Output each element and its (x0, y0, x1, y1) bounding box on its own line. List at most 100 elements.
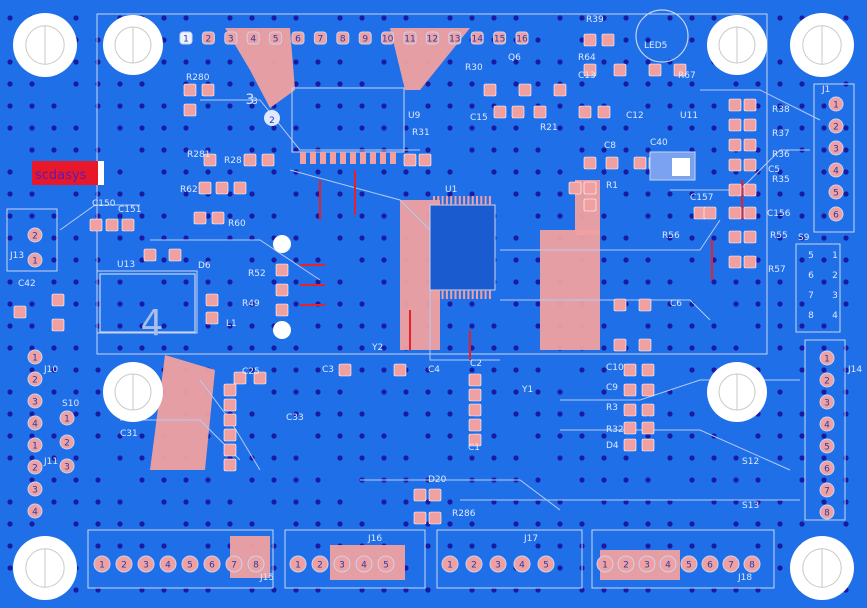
stitch-via (293, 411, 299, 417)
stitch-via (579, 37, 585, 43)
stitch-via (73, 147, 79, 153)
stitch-via (315, 477, 321, 483)
stitch-via (7, 169, 13, 175)
stitch-via (755, 587, 761, 593)
stitch-via (293, 15, 299, 21)
j17-pad (537, 555, 555, 573)
top-header-pin-label: 4 (250, 35, 256, 45)
smd-pad (223, 398, 237, 412)
stitch-via (73, 301, 79, 307)
stitch-via (579, 433, 585, 439)
j13-pad (27, 252, 43, 268)
stitch-via (359, 411, 365, 417)
smd-pad (553, 83, 567, 97)
s9-pin-label: 1 (832, 251, 838, 261)
stitch-via (29, 301, 35, 307)
stitch-via (205, 499, 211, 505)
designator-r55: R55 (770, 231, 788, 241)
stitch-via (469, 301, 475, 307)
stitch-via (469, 323, 475, 329)
stitch-via (425, 169, 431, 175)
smd-pad (143, 248, 157, 262)
top-header-pin-label: 12 (427, 35, 438, 45)
smd-pad (89, 218, 103, 232)
smd-pad (638, 338, 652, 352)
stitch-via (733, 279, 739, 285)
stitch-via (777, 345, 783, 351)
designator-u9: U9 (408, 111, 421, 121)
stitch-via (161, 499, 167, 505)
stitch-via (117, 521, 123, 527)
stitch-via (799, 323, 805, 329)
stitch-via (469, 191, 475, 197)
stitch-via (491, 345, 497, 351)
stitch-via (315, 257, 321, 263)
j11-pad (27, 459, 43, 475)
j10-pin-label: 4 (32, 420, 38, 430)
stitch-via (821, 345, 827, 351)
smd-pad (743, 118, 757, 132)
stitch-via (315, 587, 321, 593)
smd-pad (623, 438, 637, 452)
j16-pin-label: 4 (361, 561, 367, 571)
stitch-via (733, 499, 739, 505)
u9-pad (310, 152, 316, 164)
stitch-via (557, 169, 563, 175)
stitch-via (601, 213, 607, 219)
stitch-via (403, 455, 409, 461)
j16-pad (355, 555, 373, 573)
smd-pad (211, 211, 225, 225)
stitch-via (51, 477, 57, 483)
s10-pin-label: 2 (64, 439, 70, 449)
stitch-via (117, 191, 123, 197)
smd-pad (583, 181, 597, 195)
stitch-via (557, 103, 563, 109)
stitch-via (667, 499, 673, 505)
stitch-via (161, 59, 167, 65)
stitch-via (689, 191, 695, 197)
stitch-via (513, 59, 519, 65)
stitch-via (117, 543, 123, 549)
smd-pad (641, 363, 655, 377)
stitch-via (821, 499, 827, 505)
stitch-via (667, 521, 673, 527)
j15-pad (203, 555, 221, 573)
stitch-via (711, 323, 717, 329)
stitch-via (359, 433, 365, 439)
stitch-via (139, 191, 145, 197)
stitch-via (645, 279, 651, 285)
j17-pin-label: 2 (471, 561, 477, 571)
designator-l1: L1 (226, 319, 237, 329)
stitch-via (381, 389, 387, 395)
stitch-via (601, 279, 607, 285)
stitch-via (513, 301, 519, 307)
u9-pad (330, 152, 336, 164)
stitch-via (579, 367, 585, 373)
stitch-via (425, 81, 431, 87)
stitch-via (623, 59, 629, 65)
stitch-via (73, 345, 79, 351)
stitch-via (183, 235, 189, 241)
smd-pad (728, 98, 742, 112)
stitch-via (667, 125, 673, 131)
c40-pad-white (672, 158, 690, 176)
stitch-via (645, 169, 651, 175)
stitch-via (601, 389, 607, 395)
smd-pad (105, 218, 119, 232)
stitch-via (161, 147, 167, 153)
j17-outline (436, 529, 583, 589)
smd-pad (51, 318, 65, 332)
stitch-via (381, 213, 387, 219)
stitch-via (249, 477, 255, 483)
stitch-via (447, 103, 453, 109)
stitch-via (205, 147, 211, 153)
stitch-via (557, 191, 563, 197)
stitch-via (293, 257, 299, 263)
stitch-via (51, 389, 57, 395)
stitch-via (7, 15, 13, 21)
stitch-via (271, 257, 277, 263)
stitch-via (381, 125, 387, 131)
stitch-via (689, 125, 695, 131)
